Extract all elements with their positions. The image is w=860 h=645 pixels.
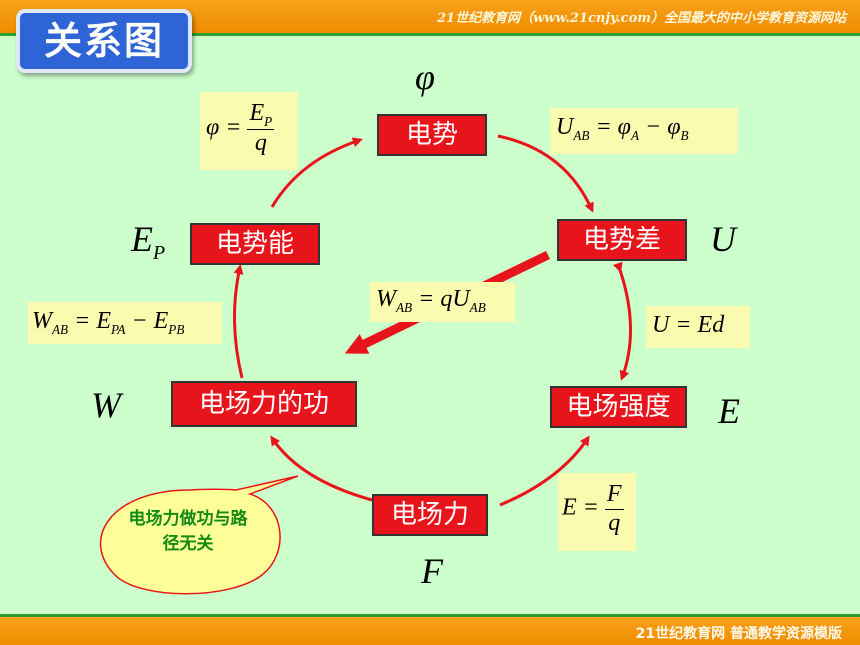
site-banner-text: 21世纪教育网（www.21cnjy.com）全国最大的中小学教育资源网站 bbox=[437, 11, 846, 26]
symbol-potential: φ bbox=[415, 57, 435, 97]
node-potential-difference: 电势差 bbox=[557, 219, 687, 261]
symbol-potential-difference: U bbox=[710, 219, 736, 259]
node-potential-energy: 电势能 bbox=[190, 223, 320, 265]
formula-u-ed: U = Ed bbox=[646, 306, 750, 348]
top-divider bbox=[0, 33, 860, 36]
node-potential: 电势 bbox=[377, 114, 487, 156]
formula-wab-epa-epb: WAB = EPA − EPB bbox=[28, 302, 222, 344]
page-title: 关系图 bbox=[16, 9, 192, 73]
arrow-difference-field-strength bbox=[613, 261, 633, 381]
arrow-force-to-work bbox=[270, 435, 373, 502]
arrow-work-to-energy bbox=[232, 264, 244, 379]
node-field-strength: 电场强度 bbox=[550, 386, 687, 428]
footer-text: 21世纪教育网 普通教学资源模版 bbox=[635, 626, 842, 642]
formula-e-f-q: E = F q bbox=[558, 473, 636, 551]
arrow-potential-to-difference bbox=[497, 134, 594, 213]
node-field-work: 电场力的功 bbox=[171, 381, 357, 427]
symbol-field-work: W bbox=[91, 385, 121, 425]
bottom-divider bbox=[0, 614, 860, 617]
callout-balloon bbox=[99, 475, 299, 595]
arrow-energy-to-potential bbox=[270, 137, 363, 208]
bottom-banner bbox=[0, 617, 860, 645]
symbol-field-force: F bbox=[421, 551, 443, 591]
symbol-field-strength: E bbox=[718, 391, 740, 431]
arrow-force-to-field-strength bbox=[499, 435, 590, 507]
symbol-potential-energy: EP bbox=[131, 219, 166, 265]
formula-phi-ep-q: φ = EP q bbox=[200, 92, 298, 170]
formula-uab: UAB = φA − φB bbox=[550, 108, 738, 154]
callout-text: 电场力做功与路径无关 bbox=[128, 509, 248, 554]
formula-wab-quab: WAB = qUAB bbox=[370, 282, 515, 322]
node-field-force: 电场力 bbox=[372, 494, 488, 536]
